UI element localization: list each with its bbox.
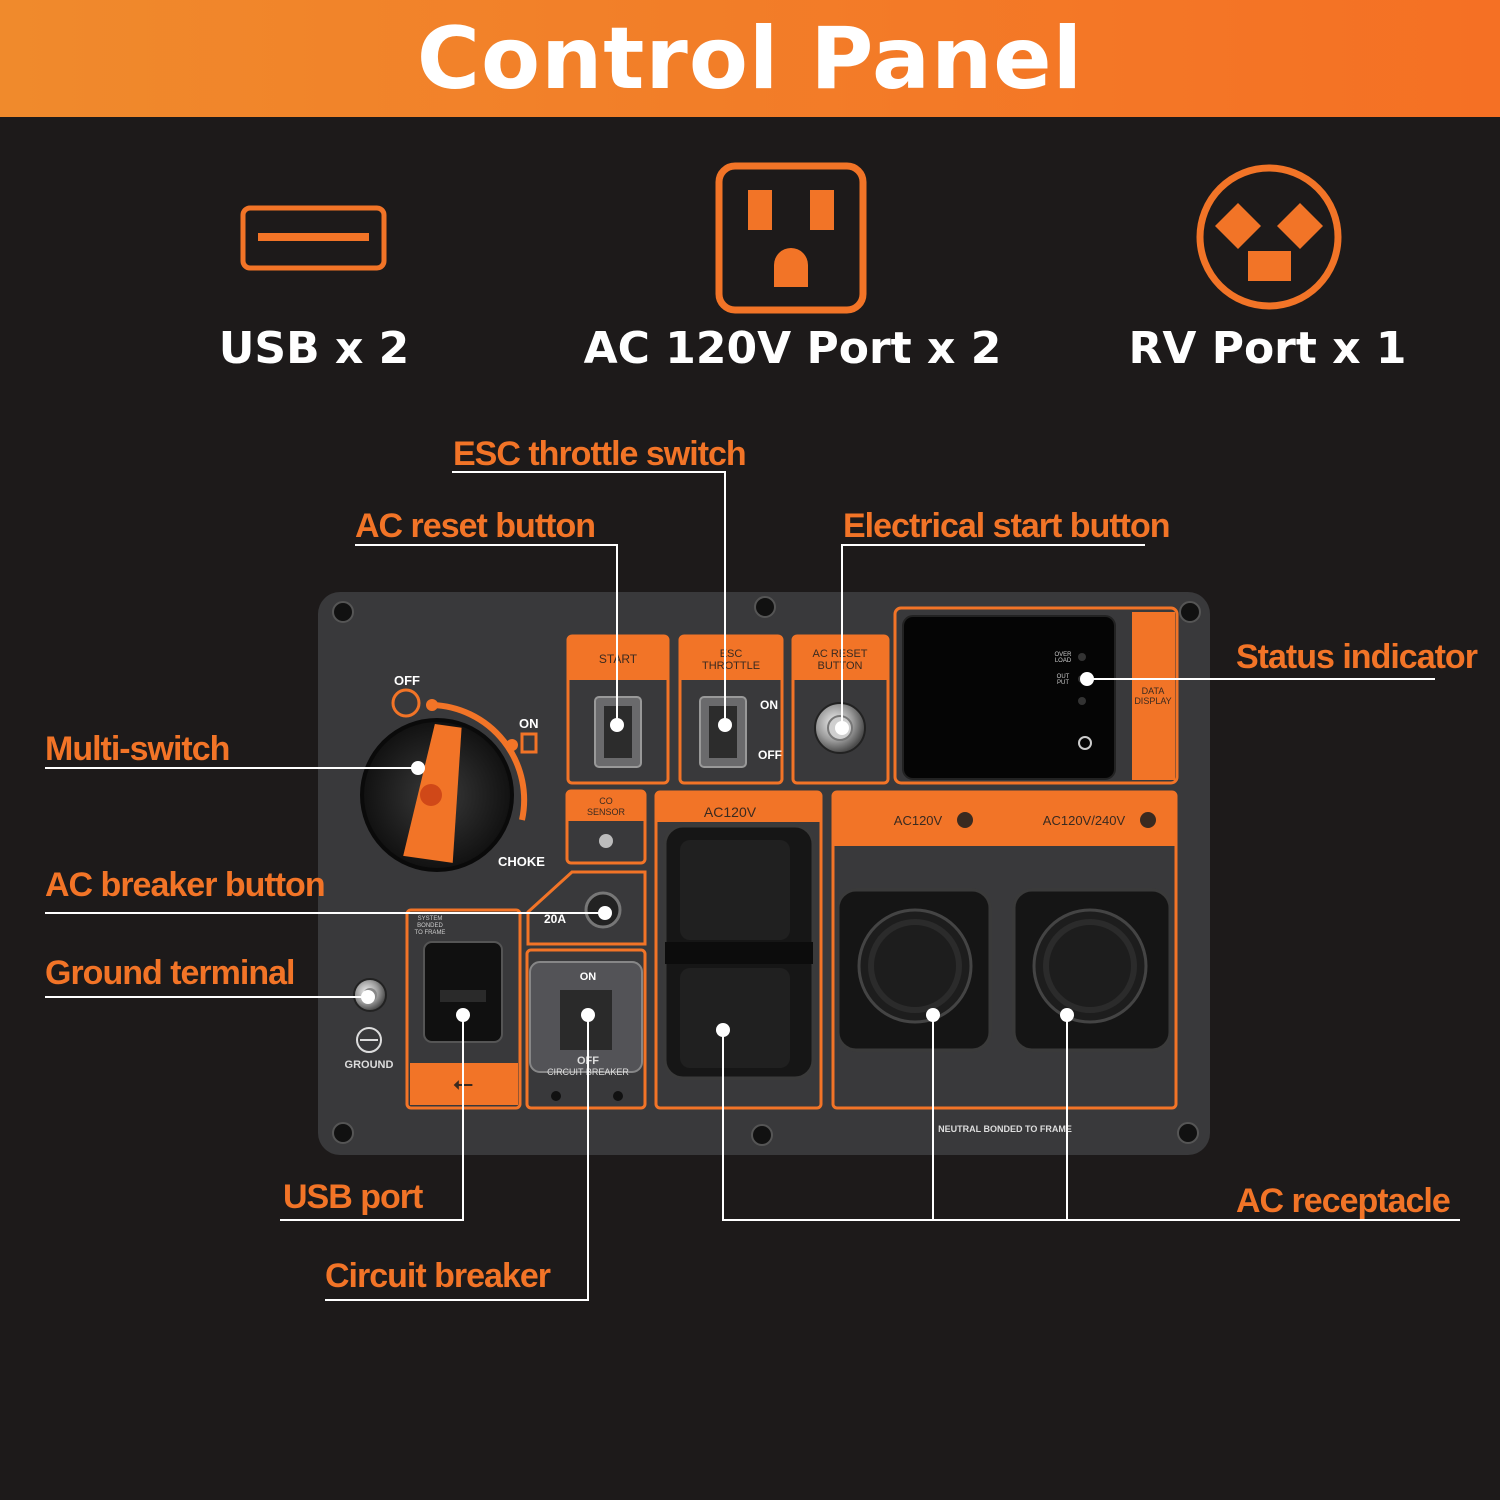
- callout-status-indicator: Status indicator: [1236, 638, 1478, 676]
- callout-usb-port: USB port: [283, 1178, 423, 1216]
- label-cb-on: ON: [580, 971, 597, 983]
- label-20a: 20A: [544, 912, 566, 926]
- label-overload-2: LOAD: [1055, 658, 1072, 664]
- ac-port-label: AC 120V Port x 2: [583, 323, 1002, 374]
- label-choke: CHOKE: [498, 854, 545, 869]
- rv-port-label: RV Port x 1: [1128, 323, 1407, 374]
- callout-dots: [361, 672, 1094, 1037]
- fuel-on-icon: [520, 732, 538, 754]
- label-esc-off: OFF: [758, 748, 782, 762]
- label-data: DATA: [1142, 686, 1165, 696]
- ac120-240v-twistlock-outlet: [1012, 888, 1172, 1052]
- ac-outlet-icon: [715, 162, 867, 314]
- label-system-3: TO FRAME: [415, 930, 446, 936]
- callout-circuit-breaker: Circuit breaker: [325, 1257, 551, 1295]
- callout-ac-receptacle: AC receptacle: [1236, 1182, 1451, 1220]
- callout-lines: [45, 471, 1460, 1301]
- usb-port-label: USB x 2: [218, 323, 410, 374]
- label-ac-reset: AC RESET: [812, 648, 867, 660]
- label-start: START: [599, 652, 638, 666]
- label-output-1: OUT: [1057, 674, 1070, 680]
- data-display-screen: [902, 615, 1116, 780]
- label-system-2: BONDED: [417, 923, 443, 929]
- label-co-sensor: SENSOR: [587, 807, 626, 817]
- usb-port-icon: [240, 205, 387, 271]
- header-banner: Control Panel: [0, 0, 1500, 117]
- label-output-2: PUT: [1057, 680, 1069, 686]
- co-sensor-light: [599, 834, 613, 848]
- callout-ground-terminal: Ground terminal: [45, 954, 295, 992]
- fuel-off-icon: [391, 688, 421, 718]
- rv-outlet-icon: [1196, 164, 1342, 310]
- label-overload-1: OVER: [1054, 652, 1072, 658]
- page-title: Control Panel: [416, 8, 1084, 109]
- callout-multi-switch: Multi-switch: [45, 730, 230, 768]
- label-co: CO: [599, 796, 613, 806]
- label-system-1: SYSTEM: [418, 916, 443, 922]
- label-off: OFF: [394, 673, 420, 688]
- multi-switch-knob[interactable]: [360, 699, 528, 872]
- label-neutral-bonded: NEUTRAL BONDED TO FRAME: [938, 1124, 1072, 1134]
- label-esc: ESC: [720, 648, 743, 660]
- label-esc-on: ON: [760, 698, 778, 712]
- callout-esc-throttle-switch: ESC throttle switch: [453, 435, 747, 473]
- power-symbol-icon: [1078, 736, 1092, 750]
- label-throttle: THROTTLE: [702, 660, 760, 672]
- callout-ac-breaker-button: AC breaker button: [45, 866, 326, 904]
- label-ac120-240v: AC120V/240V: [1043, 813, 1126, 828]
- label-ac120v-duplex: AC120V: [704, 804, 757, 820]
- label-ground: GROUND: [345, 1059, 394, 1071]
- label-ac120v-twistlock: AC120V: [894, 813, 943, 828]
- label-display: DISPLAY: [1134, 696, 1171, 706]
- panel-screws: [332, 596, 1201, 1146]
- ac120v-twistlock-outlet: [836, 888, 992, 1052]
- label-button: BUTTON: [817, 660, 862, 672]
- callout-electrical-start-button: Electrical start button: [843, 507, 1171, 545]
- ground-symbol-icon: [356, 1027, 382, 1053]
- label-on: ON: [519, 716, 539, 731]
- callout-ac-reset-button: AC reset button: [355, 507, 596, 545]
